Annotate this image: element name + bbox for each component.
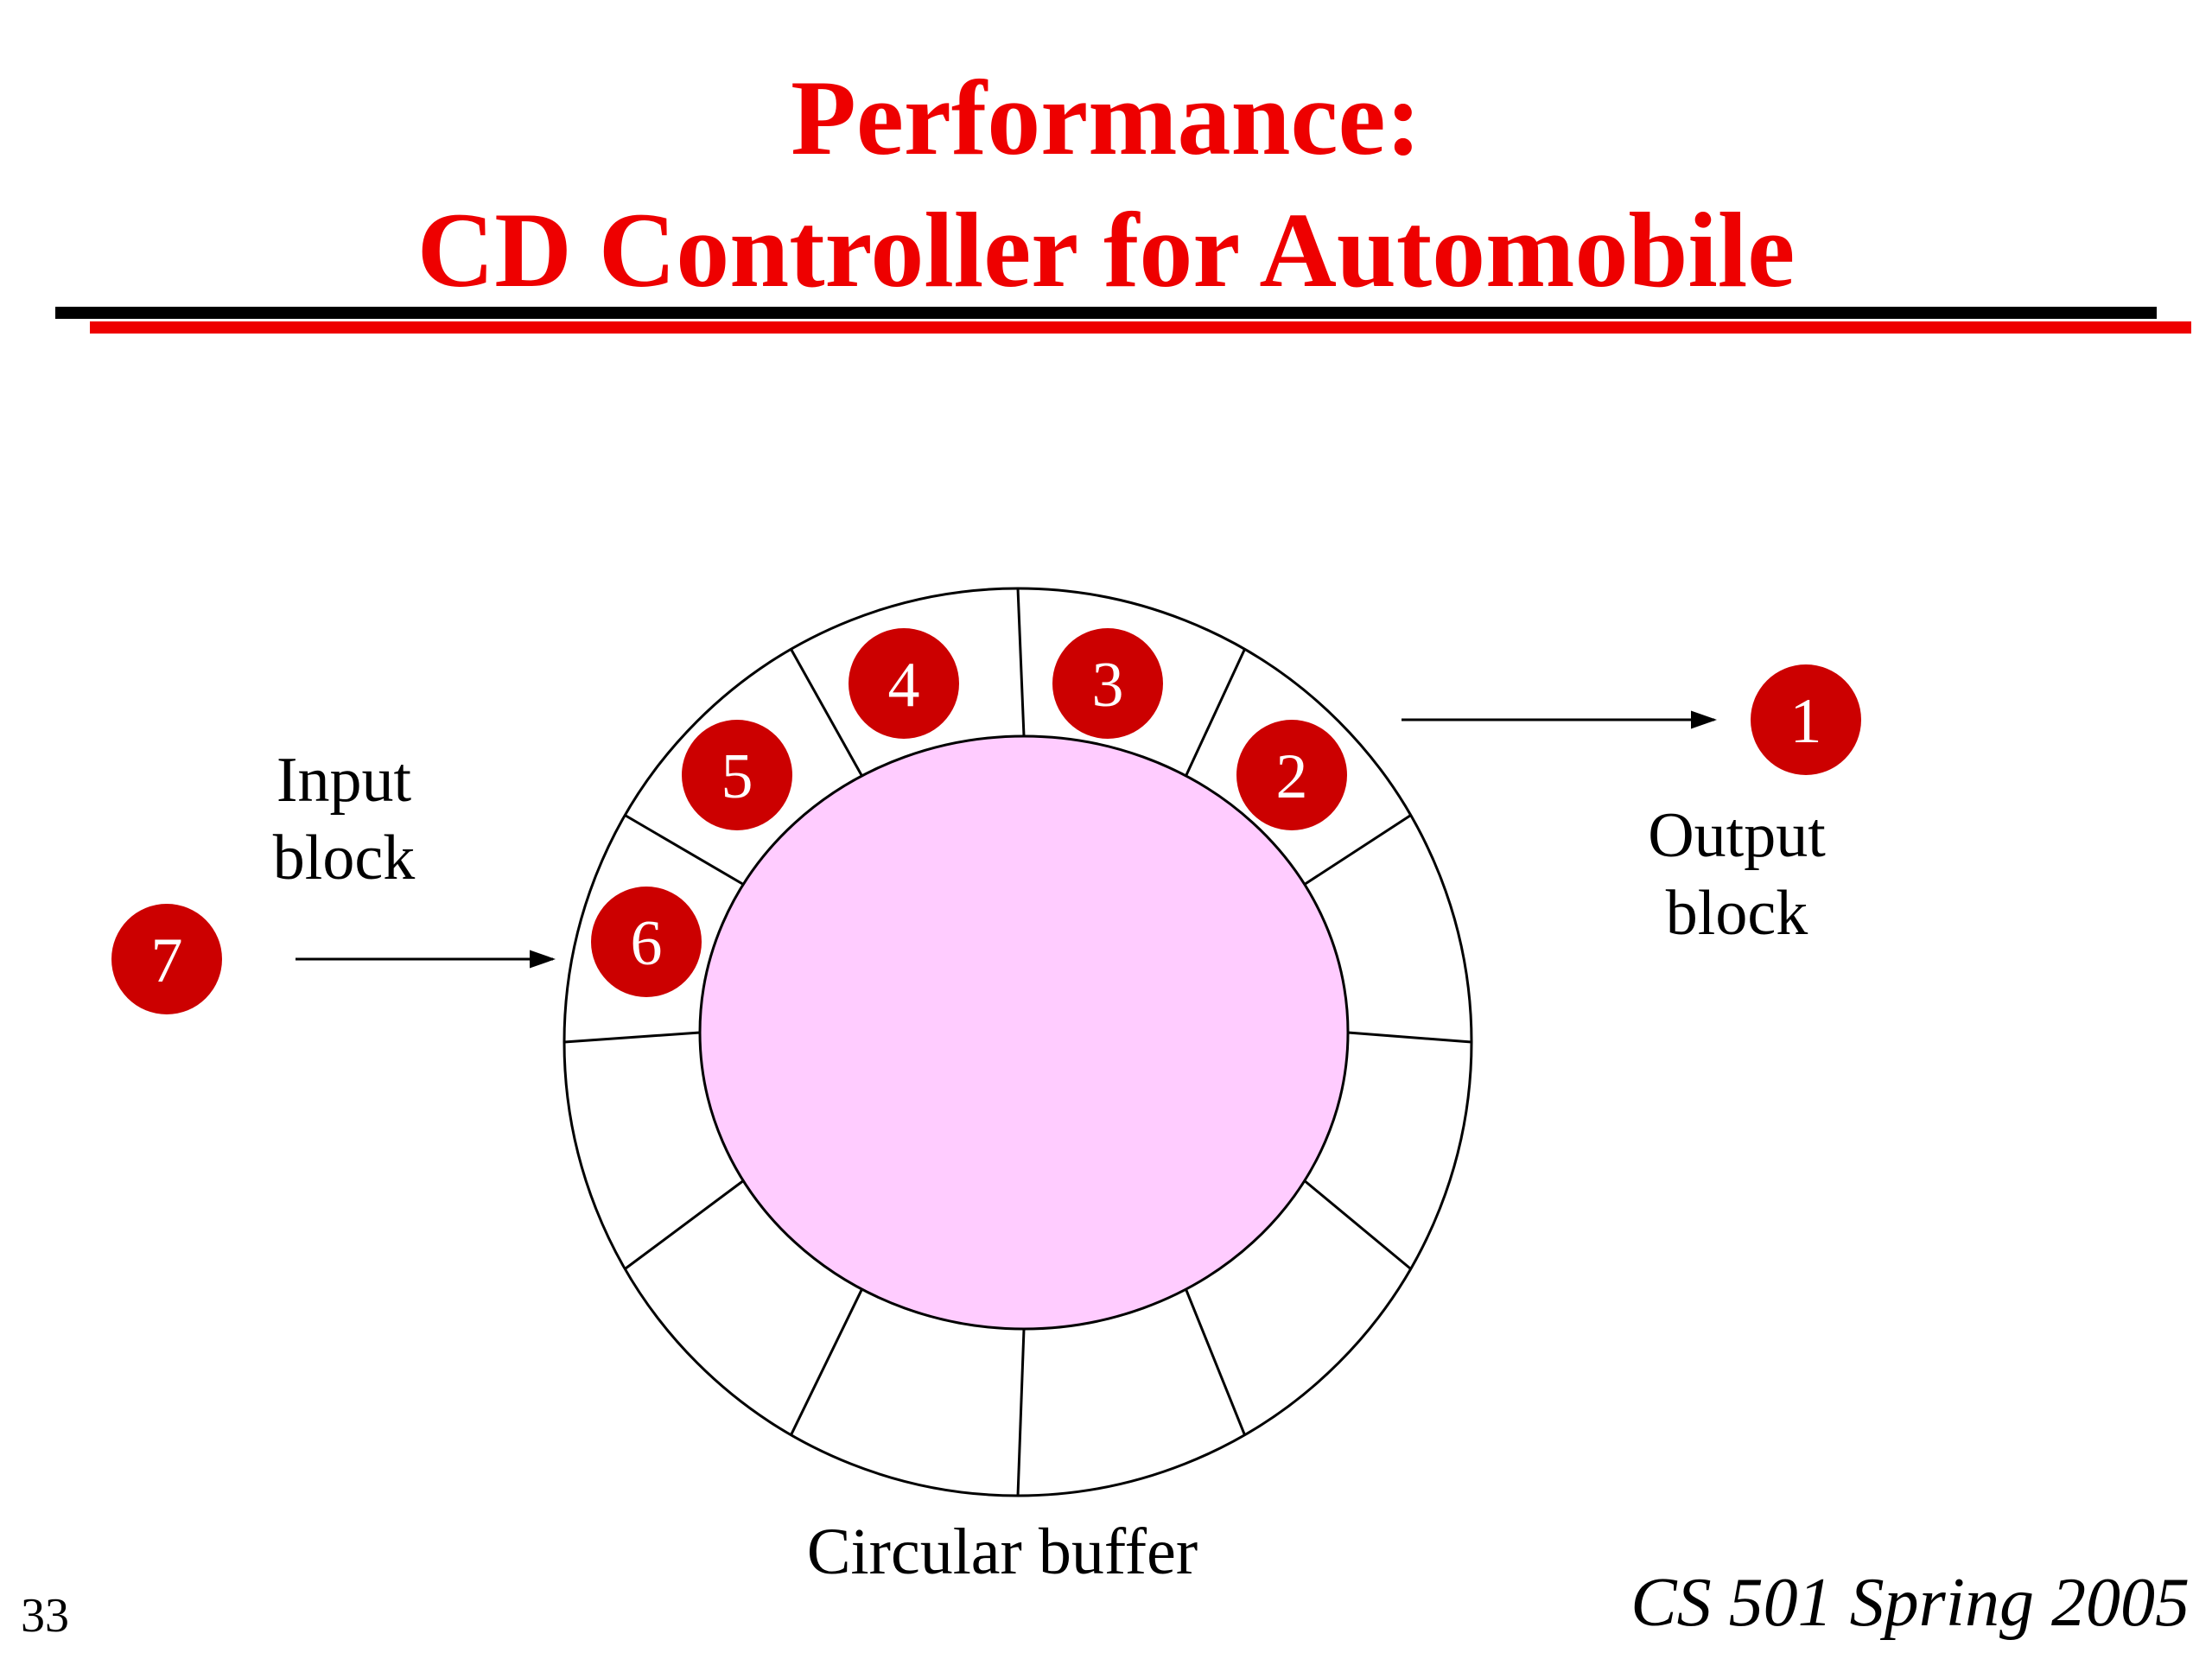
data-block-circle bbox=[111, 904, 222, 1014]
data-block-number: 2 bbox=[1276, 741, 1308, 812]
title-rule-red bbox=[90, 321, 2191, 334]
data-block-circle bbox=[1751, 664, 1861, 775]
segment-divider bbox=[624, 1179, 745, 1270]
diagram-caption: Circular buffer bbox=[806, 1516, 1198, 1588]
data-block-7: 7 bbox=[111, 904, 222, 1014]
title-rule-black bbox=[55, 307, 2157, 319]
segment-divider bbox=[790, 648, 863, 777]
segment-divider bbox=[1347, 1031, 1472, 1044]
segment-divider bbox=[563, 1031, 701, 1044]
data-block-number: 1 bbox=[1790, 686, 1822, 757]
output-block-label: Output block bbox=[1607, 797, 1866, 953]
data-block-number: 6 bbox=[631, 908, 663, 979]
data-block-4: 4 bbox=[849, 628, 959, 739]
output-label-line-1: Output bbox=[1648, 800, 1826, 871]
data-block-2: 2 bbox=[1236, 720, 1347, 830]
data-block-1: 1 bbox=[1751, 664, 1861, 775]
data-block-5: 5 bbox=[682, 720, 792, 830]
segment-divider bbox=[1303, 1179, 1412, 1270]
data-block-circle bbox=[682, 720, 792, 830]
title-line-2: CD Controller for Automobile bbox=[416, 191, 1796, 309]
segment-divider bbox=[1185, 648, 1246, 777]
buffer-segment-dividers bbox=[563, 588, 1472, 1497]
segment-divider bbox=[1303, 814, 1412, 886]
input-block-label: Input block bbox=[223, 741, 465, 898]
output-label-line-2: block bbox=[1665, 878, 1808, 950]
page-number: 33 bbox=[21, 1589, 69, 1643]
segment-divider bbox=[790, 1288, 863, 1436]
input-label-line-1: Input bbox=[276, 745, 412, 816]
data-block-number: 4 bbox=[888, 650, 920, 721]
data-block-6: 6 bbox=[591, 887, 702, 997]
data-block-number: 7 bbox=[151, 925, 183, 996]
buffer-center-ellipse bbox=[698, 734, 1350, 1331]
data-blocks: 1 2 3 4 5 6 7 bbox=[111, 628, 1861, 1014]
data-block-3: 3 bbox=[1052, 628, 1163, 739]
segment-divider bbox=[1016, 1328, 1026, 1497]
data-block-circle bbox=[591, 887, 702, 997]
data-block-number: 3 bbox=[1092, 650, 1124, 721]
course-footer: CS 501 Spring 2005 bbox=[1630, 1565, 2190, 1641]
title-line-1: Performance: bbox=[791, 59, 1421, 177]
segment-divider bbox=[624, 814, 744, 886]
data-block-circle bbox=[849, 628, 959, 739]
data-block-circle bbox=[1236, 720, 1347, 830]
data-block-number: 5 bbox=[721, 741, 753, 812]
data-block-circle bbox=[1052, 628, 1163, 739]
segment-divider bbox=[1016, 588, 1026, 737]
segment-divider bbox=[1185, 1288, 1246, 1436]
input-label-line-2: block bbox=[272, 823, 416, 894]
